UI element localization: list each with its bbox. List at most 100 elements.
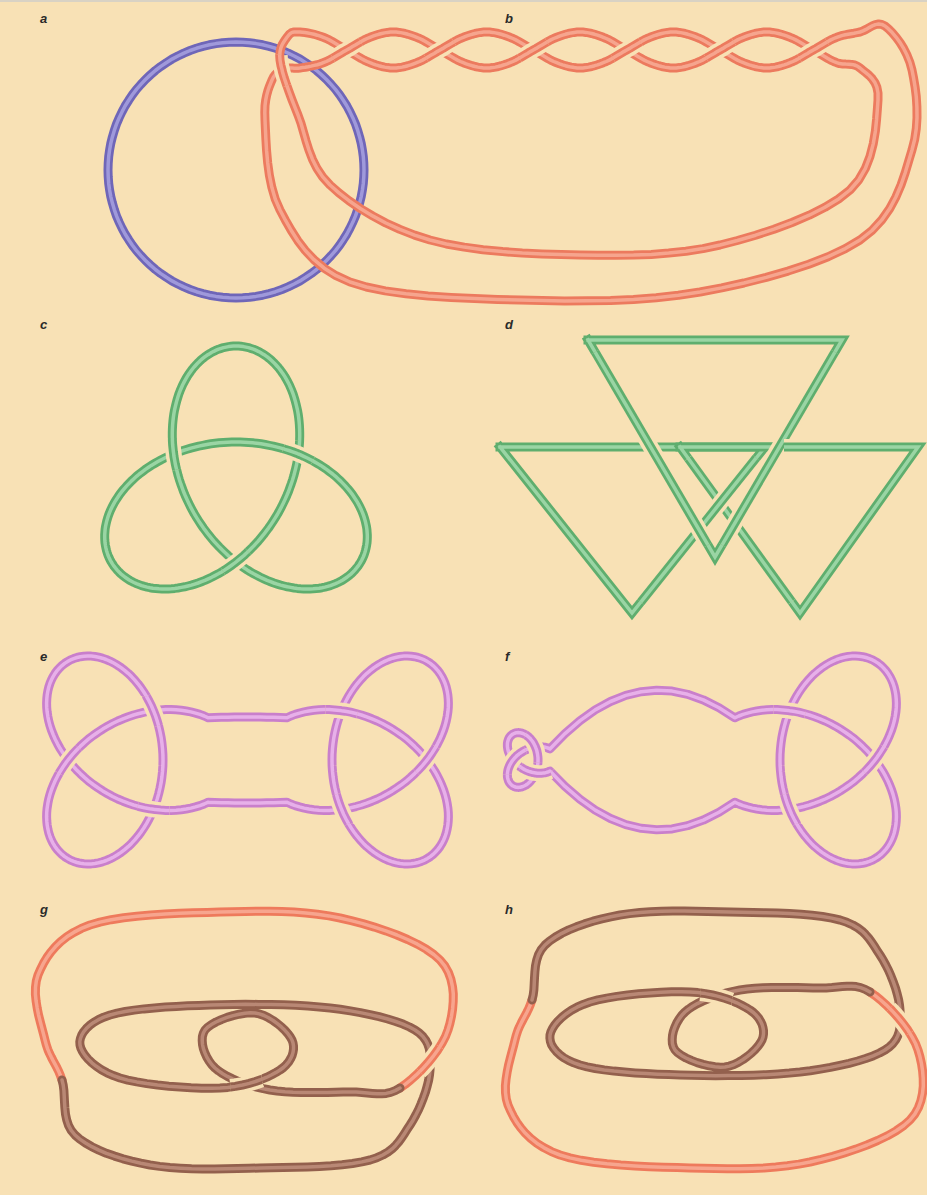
composite-knot [47, 656, 449, 864]
composite-knot-small-over-gap [526, 735, 538, 763]
twist-knot-over-highlight [426, 42, 454, 58]
trefoil-knot-over-highlight [172, 438, 176, 470]
twist-knot-over-gap [426, 42, 454, 58]
trefoil-knot-over [172, 438, 176, 470]
two-tone-knot [62, 1004, 430, 1169]
triangle-strand-over [595, 352, 708, 545]
twist-knot-over-gap [333, 42, 361, 58]
trefoil-knot-highlight [105, 346, 368, 589]
composite-knot-over-gap [326, 710, 358, 714]
two-tone-knot-mirror-over [701, 993, 732, 1001]
composite-knot-over-highlight [59, 748, 79, 773]
composite-knot-over-gap [138, 806, 170, 810]
trefoil-knot [105, 346, 368, 589]
two-tone-knot-over-gap [420, 1047, 440, 1072]
two-tone-knot-mirror-over-highlight [890, 1008, 910, 1033]
composite-knot-small-over [521, 767, 551, 773]
composite-knot-over [147, 696, 159, 726]
composite-knot-small-over [784, 794, 796, 824]
triangle-strand-over-gap [595, 352, 708, 545]
trefoil-knot-over-gap [223, 552, 248, 572]
twist-knot-over-gap [613, 42, 641, 58]
twist-knot-over [520, 42, 548, 58]
composite-knot-small-over-highlight [864, 747, 884, 772]
triangle-strand-over-gap [784, 439, 904, 455]
twist-knot-over-gap [800, 42, 828, 58]
composite-knot-over [138, 806, 170, 810]
panel-letter: b [505, 12, 513, 25]
trefoil-knot-over [223, 552, 248, 572]
composite-knot-over-gap [59, 748, 79, 773]
twist-knot-over-gap [706, 42, 734, 58]
composite-knot-small-over-gap [864, 747, 884, 772]
composite-knot-over-highlight [147, 696, 159, 726]
two-tone-knot-over-highlight [420, 1047, 440, 1072]
unknot-circle [108, 42, 364, 298]
composite-knot-small [507, 656, 896, 864]
two-tone-knot-mirror [505, 992, 923, 1169]
composite-knot-over-highlight [336, 794, 348, 824]
composite-knot-small-over-gap [507, 750, 525, 775]
composite-knot-small-over [864, 747, 884, 772]
panel-letter: g [40, 903, 48, 916]
twist-knot-over-highlight [280, 55, 287, 86]
two-tone-knot-highlight [35, 911, 453, 1088]
twist-knot-over [706, 42, 734, 58]
triangle-strand-highlight [680, 447, 918, 613]
two-tone-knot-mirror-over-gap [701, 993, 732, 1001]
composite-knot-small-over-highlight [521, 767, 551, 773]
composite-knot-over-gap [336, 794, 348, 824]
composite-knot-small-over [507, 750, 525, 775]
panel-letter: h [505, 903, 513, 916]
composite-knot-highlight [47, 656, 449, 864]
panel-letter: f [505, 650, 509, 663]
composite-knot-over-gap [416, 747, 436, 772]
twist-knot-over-gap [280, 55, 287, 86]
two-tone-knot [35, 911, 453, 1088]
composite-knot-over [336, 794, 348, 824]
two-tone-knot-highlight [62, 1004, 430, 1169]
two-tone-knot-mirror-over-highlight [701, 993, 732, 1001]
two-tone-knot-over [420, 1047, 440, 1072]
composite-knot-over-highlight [326, 710, 358, 714]
two-tone-knot-mirror-over [890, 1008, 910, 1033]
triangle-strand [680, 447, 918, 613]
twist-knot-over-gap [520, 42, 548, 58]
composite-knot-small-over-highlight [526, 735, 538, 763]
trefoil-knot-over-gap [172, 438, 176, 470]
composite-knot-small-over-highlight [507, 750, 525, 775]
twist-knot-over [800, 42, 828, 58]
composite-knot-small-over-gap [784, 794, 796, 824]
panel-letter: d [505, 318, 513, 331]
two-tone-knot-over [231, 1079, 262, 1087]
panel-letter: a [40, 12, 47, 25]
twist-knot-over-highlight [706, 42, 734, 58]
two-tone-knot-mirror-highlight [505, 992, 923, 1169]
twist-knot-over-highlight [800, 42, 828, 58]
composite-knot-small-over-highlight [784, 794, 796, 824]
composite-knot-small-over-gap [521, 767, 551, 773]
composite-knot-over-gap [147, 696, 159, 726]
composite-knot-over [416, 747, 436, 772]
panel-letter: c [40, 318, 47, 331]
twist-knot-over [333, 42, 361, 58]
twist-knot-over [426, 42, 454, 58]
triangle-strand-over [784, 443, 904, 452]
triangle-strand-over-highlight [784, 445, 904, 449]
panel-letter: e [40, 650, 47, 663]
unknot-circle-highlight [108, 42, 364, 298]
composite-knot-over-highlight [138, 806, 170, 810]
trefoil-knot-over [283, 449, 313, 461]
trefoil-knot-over-highlight [223, 552, 248, 572]
two-tone-knot-mirror-over-gap [890, 1008, 910, 1033]
twist-knot-over-highlight [333, 42, 361, 58]
two-tone-knot-mirror-highlight [532, 911, 900, 1076]
two-tone-knot-mirror [532, 911, 900, 1076]
composite-knot-small-over [774, 710, 806, 714]
composite-knot-over [326, 710, 358, 714]
composite-knot-small-over-gap [774, 710, 806, 714]
twist-knot [265, 24, 917, 301]
twist-knot-over-highlight [520, 42, 548, 58]
two-tone-knot-over-highlight [231, 1079, 262, 1087]
